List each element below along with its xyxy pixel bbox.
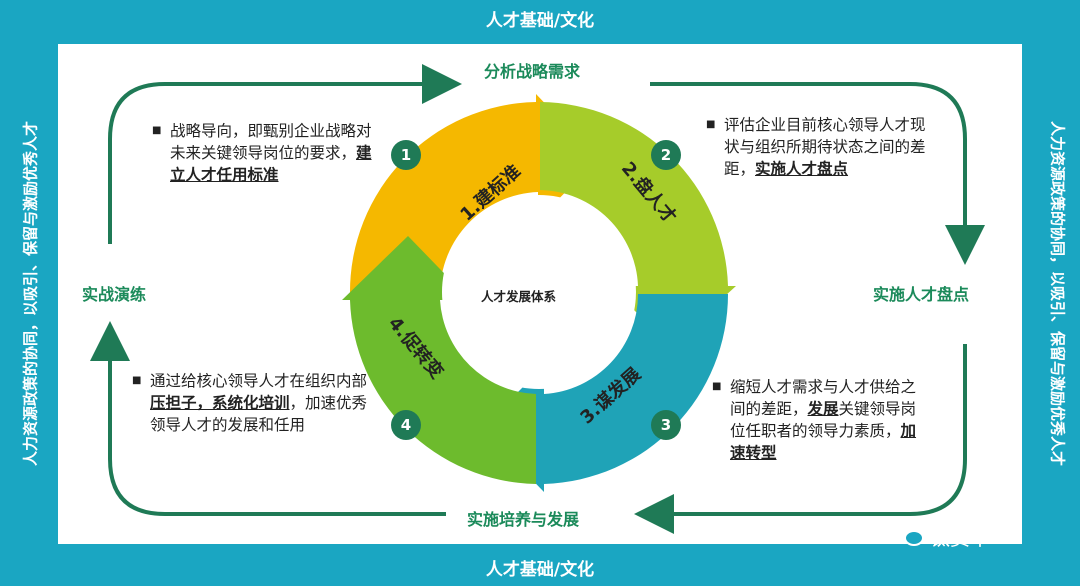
step-number-3: 3	[651, 410, 681, 440]
cycle-arrow-4	[342, 236, 536, 484]
cycle-diagram	[90, 64, 985, 534]
flow-arrow-top-right	[650, 82, 985, 265]
description-4: ■通过给核心领导人才在组织内部压担子，系统化培训，加速优秀领导人才的发展和任用	[132, 372, 368, 434]
stage-label-left: 实战演练	[82, 285, 147, 304]
bullet-icon: ■	[712, 381, 722, 392]
center-label: 人才发展体系	[481, 289, 557, 304]
step-number-1: 1	[391, 140, 421, 170]
flow-arrow-bottom-right	[634, 344, 967, 534]
cycle-arrow-2	[540, 102, 736, 346]
bullet-icon: ■	[152, 125, 162, 136]
left-side-label: 人力资源政策的协同，以吸引、保留与激励优秀人才	[21, 121, 40, 467]
stage-label-top: 分析战略需求	[484, 62, 581, 81]
step-number-4: 4	[391, 410, 421, 440]
top-band-label: 人才基础/文化	[485, 11, 595, 31]
watermark-text: 钛资本	[930, 526, 990, 550]
step-number-2: 2	[651, 140, 681, 170]
flow-arrow-bottom-left	[90, 321, 446, 516]
stage-label-bottom: 实施培养与发展	[467, 510, 580, 529]
flow-arrow-top-left	[108, 64, 462, 244]
right-side-label: 人力资源政策的协同，以吸引、保留与激励优秀人才	[1048, 120, 1067, 466]
description-2: ■评估企业目前核心领导人才现状与组织所期待状态之间的差距，实施人才盘点	[706, 116, 926, 178]
bullet-icon: ■	[706, 119, 716, 130]
description-3: ■缩短人才需求与人才供给之间的差距，发展关键领导岗位任职者的领导力素质，加速转型	[712, 378, 917, 462]
stage-label-right: 实施人才盘点	[873, 285, 970, 304]
description-1: ■战略导向，即甄别企业战略对未来关键领导岗位的要求，建立人才任用标准	[152, 122, 372, 184]
cycle-arrow-3	[482, 294, 729, 492]
wechat-icon	[895, 524, 924, 546]
bullet-icon: ■	[132, 375, 142, 386]
content-panel: 人才发展体系 1.建标准 2.盘人才 3.谋发展 4.促转变 1 2 3 4 分…	[58, 44, 1022, 544]
bottom-band-label: 人才基础/文化	[485, 560, 595, 580]
center-circle	[442, 195, 636, 389]
